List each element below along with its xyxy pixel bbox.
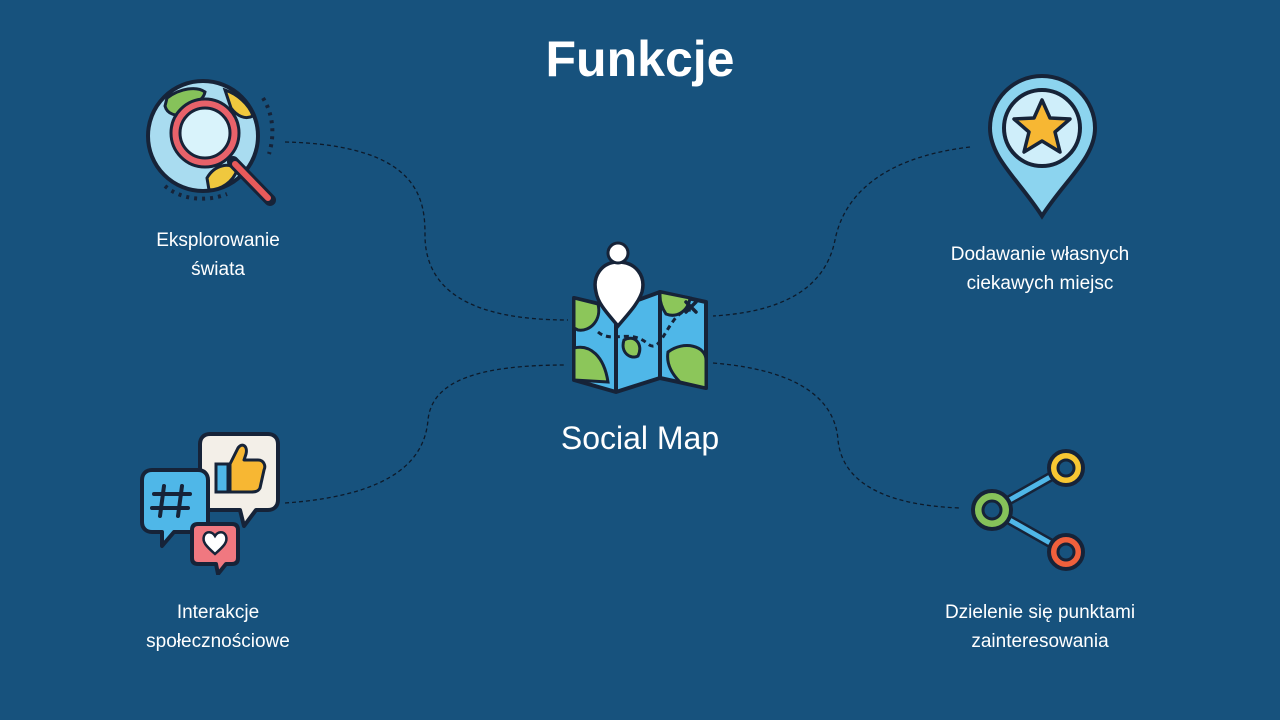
- feature-explore-label: Eksplorowanie świata: [156, 230, 280, 280]
- slide-title: Funkcje: [545, 31, 735, 87]
- feature-social-label: Interakcje społecznościowe: [146, 602, 290, 652]
- social-bubbles-icon: [140, 432, 280, 575]
- star-location-pin-icon: [987, 73, 1098, 220]
- center-label: Social Map: [560, 420, 720, 456]
- feature-add-places-label: Dodawanie własnych ciekawych miejsc: [950, 244, 1130, 294]
- connector-add-places: [712, 146, 971, 317]
- feature-share-label: Dzielenie się punktami zainteresowania: [944, 602, 1136, 652]
- share-nodes-icon: [971, 449, 1085, 571]
- connector-explore: [284, 141, 569, 321]
- connector-share: [712, 362, 961, 509]
- treasure-map-pin-icon: [572, 241, 708, 394]
- connector-social: [284, 364, 567, 504]
- globe-magnifier-icon: [146, 79, 276, 206]
